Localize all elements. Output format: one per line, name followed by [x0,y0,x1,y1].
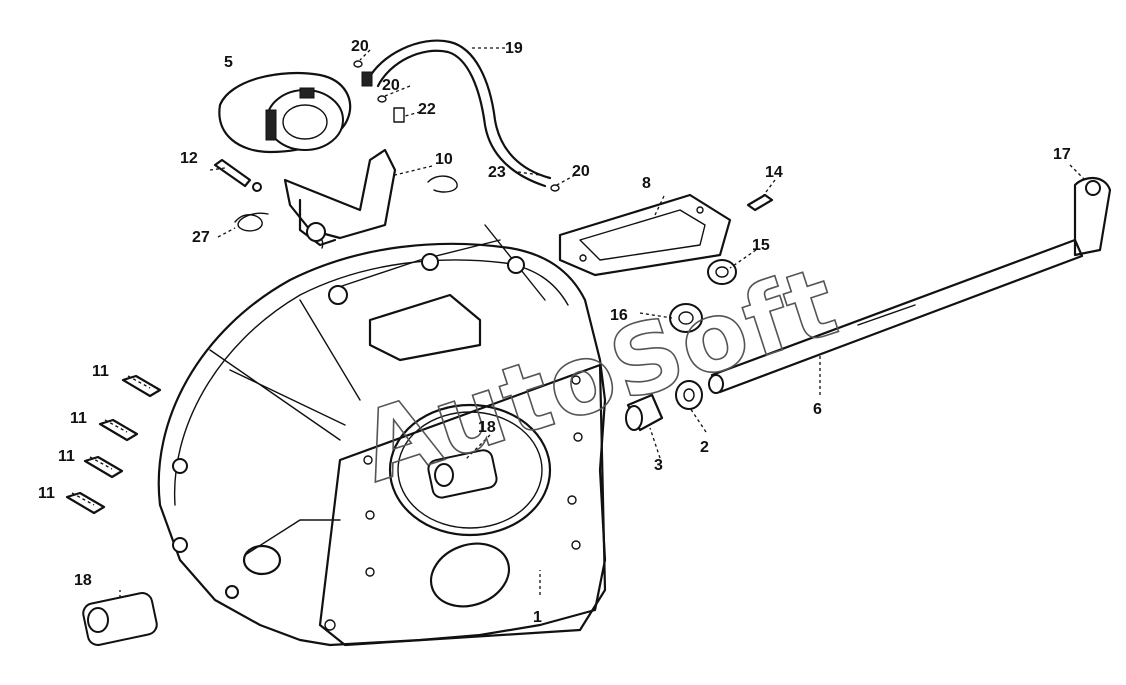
leader-lines [71,47,1086,598]
bushing-3 [625,393,664,432]
callout-27: 27 [192,229,210,246]
callout-11-a: 11 [92,363,109,380]
watermark: AutoSoft [347,245,851,504]
callout-6: 6 [813,401,822,418]
callout-15: 15 [752,237,770,254]
callout-11-c: 11 [58,448,75,465]
callout-18-lower: 18 [74,572,92,589]
callout-5: 5 [224,54,233,71]
inspection-cover-8 [558,193,732,277]
hose-19 [353,39,560,192]
bushing-16 [669,303,703,333]
callout-8: 8 [642,175,651,192]
clutch-housing [157,224,607,647]
callout-17: 17 [1053,146,1071,163]
spring-27 [234,212,269,232]
release-shaft-6 [708,238,1084,394]
callout-1: 1 [533,609,542,626]
callout-3: 3 [654,457,663,474]
callout-10: 10 [435,151,453,168]
callouts: 1 2 3 5 6 8 10 11 11 11 11 12 14 15 16 1… [38,38,1071,626]
callout-23: 23 [488,164,506,181]
callout-22: 22 [418,101,436,118]
callout-14: 14 [765,164,783,181]
bolt-14 [746,193,774,212]
rubber-mount-18-lower [82,592,158,646]
rubber-mount-18-center [427,449,498,499]
spring-near-10 [427,175,458,193]
bolts-11 [65,374,162,515]
seal-2 [675,380,703,410]
callout-2: 2 [700,439,709,456]
callout-20-top: 20 [351,38,369,55]
callout-11-b: 11 [70,410,87,427]
callout-18-center: 18 [478,419,496,436]
callout-12: 12 [180,150,198,167]
bolt-12 [213,158,262,192]
callout-20-right: 20 [572,163,590,180]
callout-19: 19 [505,40,523,57]
callout-11-d: 11 [38,485,55,502]
release-bearing [218,71,352,154]
release-fork [283,148,397,249]
lever-17 [1073,177,1112,257]
callout-16: 16 [610,307,628,324]
callout-20-middle: 20 [382,77,400,94]
bushing-15 [707,259,737,285]
